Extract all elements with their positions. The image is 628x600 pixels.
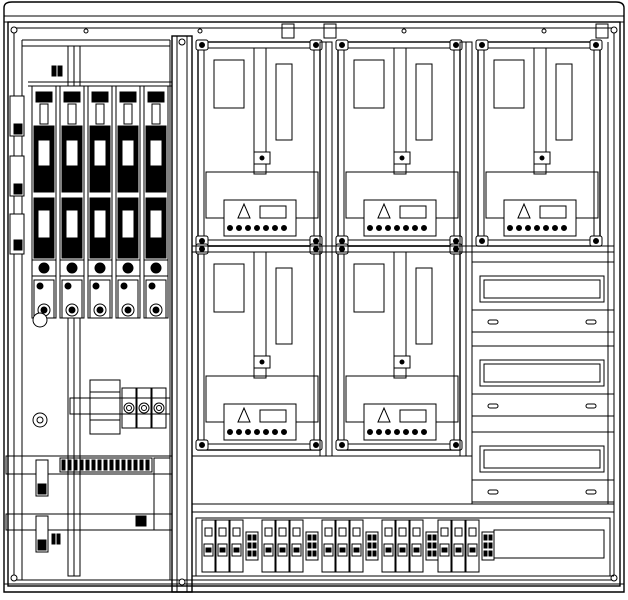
busbar-tooth	[103, 459, 108, 471]
meter-module-2	[335, 39, 463, 247]
mcb-group-5	[437, 519, 495, 573]
din-rail-1	[472, 261, 614, 333]
meter-module-grid	[192, 39, 615, 504]
fuse-holder-group	[28, 81, 172, 319]
fuse-holder-1	[31, 85, 57, 319]
mcb-group-3	[321, 519, 379, 573]
busbar-tooth	[61, 459, 66, 471]
right-din-panel	[471, 251, 615, 505]
left-terminal-blocks	[9, 65, 63, 428]
mcb-group-1	[201, 519, 259, 573]
busbar-tooth	[85, 459, 90, 471]
busbar-assembly	[5, 455, 173, 553]
fuse-holder-4	[115, 85, 141, 319]
mcb-group-4	[381, 519, 439, 573]
meter-module-4	[195, 243, 323, 451]
fuse-holder-3	[87, 85, 113, 319]
busbar-tooth	[133, 459, 138, 471]
cabinet-frame	[3, 1, 625, 593]
center-vertical-rail	[171, 35, 193, 593]
busbar-tooth	[67, 459, 72, 471]
mcb-row	[201, 519, 495, 573]
mcb-group-2	[261, 519, 319, 573]
meter-module-5	[335, 243, 463, 451]
lower-section-frame	[192, 455, 614, 577]
fuse-holder-5	[143, 85, 169, 319]
busbar-tooth	[115, 459, 120, 471]
busbar-tooth	[121, 459, 126, 471]
din-rail-2	[472, 345, 614, 417]
busbar-tooth	[97, 459, 102, 471]
busbar-tooth	[127, 459, 132, 471]
meter-module-3	[475, 39, 603, 247]
surge-protector	[69, 379, 171, 435]
meter-module-1	[195, 39, 323, 247]
busbar-tooth	[79, 459, 84, 471]
fuse-holder-2	[59, 85, 85, 319]
busbar-tooth	[145, 459, 150, 471]
busbar-tooth	[139, 459, 144, 471]
busbar-tooth	[91, 459, 96, 471]
din-rail-3	[472, 431, 614, 503]
busbar-tooth	[73, 459, 78, 471]
busbar-tooth	[109, 459, 114, 471]
